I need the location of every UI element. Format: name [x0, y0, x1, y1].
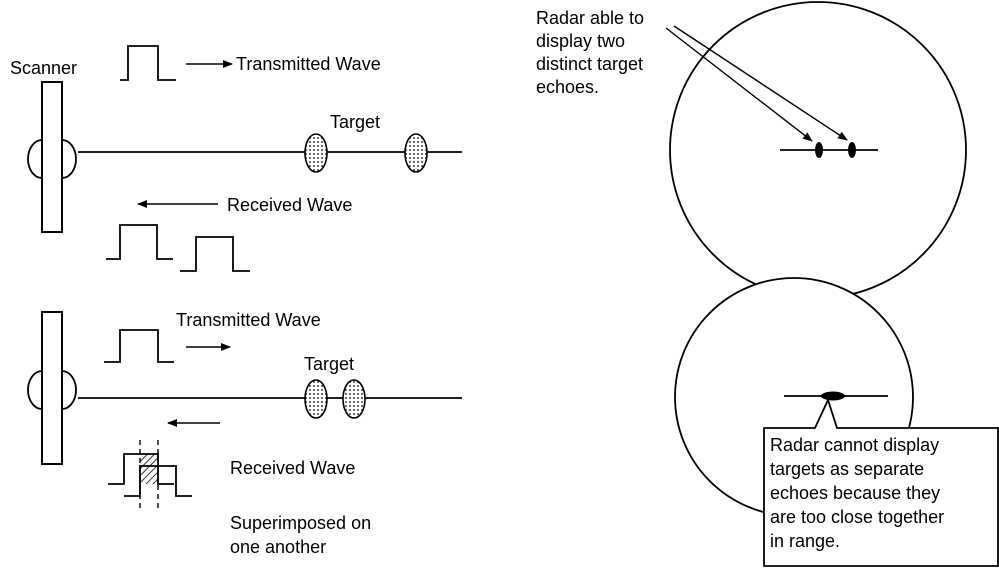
- target-label: Target: [330, 112, 380, 132]
- received-pulse-1: [106, 224, 173, 260]
- received-pulse-2: [180, 236, 250, 272]
- display-bottom: Radar cannot display targets as separate…: [674, 277, 999, 567]
- lower-panel: Transmitted Wave Target Received Wave Su…: [27, 310, 462, 557]
- superimposed-pulses: [108, 440, 192, 512]
- scanner-icon: [27, 311, 77, 465]
- callout-pointer-1: [665, 27, 813, 142]
- transmitted-pulse: [120, 45, 176, 81]
- target-1: [304, 133, 328, 173]
- echo-1: [815, 142, 823, 158]
- callout-box: [763, 397, 999, 567]
- callout-able: Radar able to display two distinct targe…: [536, 8, 649, 97]
- upper-panel: Scanner Transmitted Wave Target Received…: [10, 45, 462, 272]
- merged-echo: [821, 391, 845, 401]
- target-1: [304, 379, 328, 419]
- callout-cannot: Radar cannot display targets as separate…: [770, 435, 949, 551]
- transmitted-label: Transmitted Wave: [236, 54, 381, 74]
- superimposed-label: Superimposed on one another: [230, 513, 376, 557]
- received-label: Received Wave: [227, 195, 352, 215]
- target-2: [404, 133, 428, 173]
- scanner-label: Scanner: [10, 58, 77, 78]
- target-2: [342, 379, 366, 419]
- target-label: Target: [304, 354, 354, 374]
- transmitted-pulse: [104, 329, 174, 363]
- transmitted-label: Transmitted Wave: [176, 310, 321, 330]
- received-label: Received Wave: [230, 458, 355, 478]
- scanner-icon: [27, 81, 77, 233]
- callout-pointer-2: [673, 25, 848, 141]
- echo-2: [848, 142, 856, 158]
- display-top: Radar able to display two distinct targe…: [536, 1, 967, 299]
